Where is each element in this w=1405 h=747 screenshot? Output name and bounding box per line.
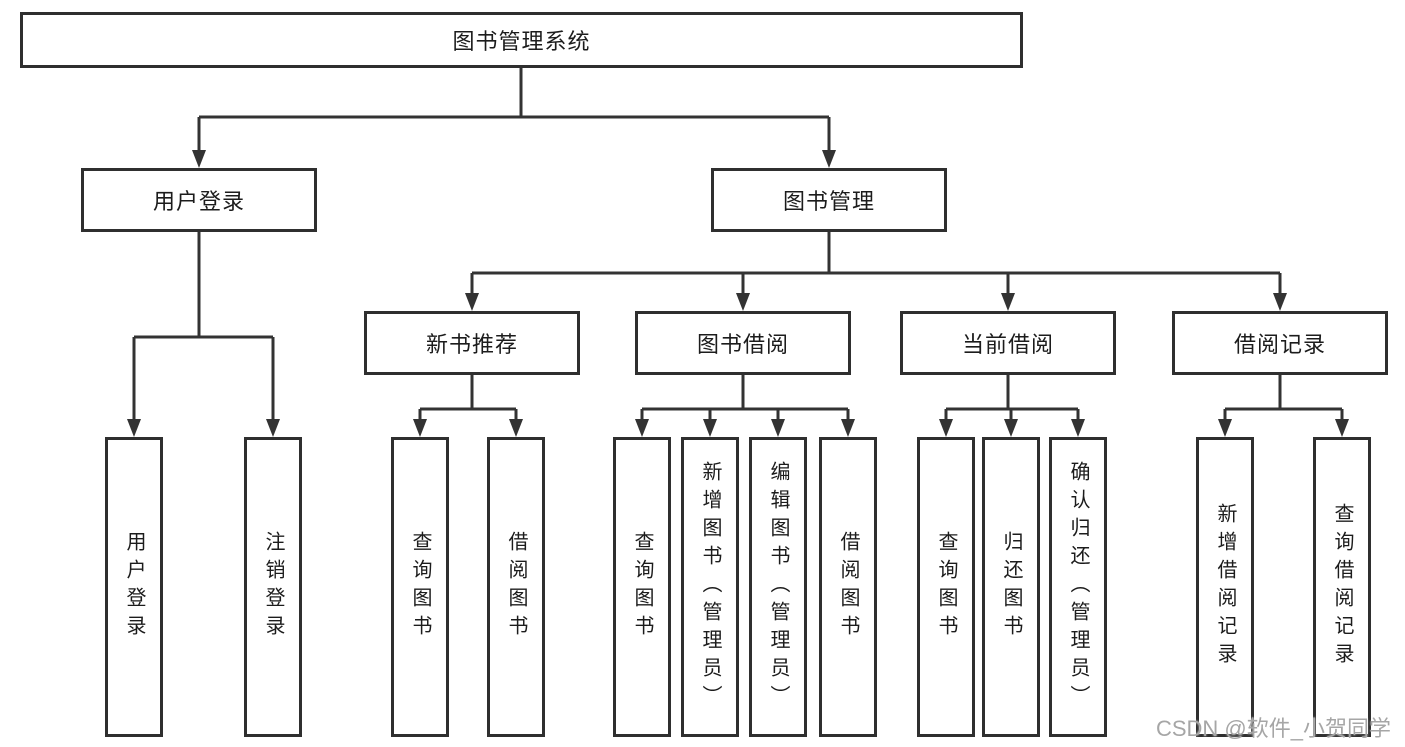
leaf-logout: 注销登录 (244, 437, 302, 737)
leaf-current-return-books: 归还图书 (982, 437, 1040, 737)
node-user-login: 用户登录 (81, 168, 317, 232)
arrowhead (1001, 293, 1015, 311)
arrowhead (1071, 419, 1085, 437)
arrowhead (266, 419, 280, 437)
connector-new-books-children (413, 375, 523, 437)
arrowhead (465, 293, 479, 311)
leaf-borrowing-add-books-admin: 新增图书（管理员） (681, 437, 739, 737)
connector-current-children (939, 375, 1085, 437)
csdn-watermark: CSDN @软件_小贺同学 (1155, 716, 1391, 741)
arrowhead (736, 293, 750, 311)
leaf-borrowing-edit-books-admin: 编辑图书（管理员） (749, 437, 807, 737)
connector-root-to-level2 (192, 68, 836, 168)
arrowhead (1335, 419, 1349, 437)
leaf-newbook-query-books: 查询图书 (391, 437, 449, 737)
leaf-newbook-borrow-books: 借阅图书 (487, 437, 545, 737)
leaf-current-confirm-return-admin: 确认归还（管理员） (1049, 437, 1107, 737)
connector-borrowing-children (635, 375, 855, 437)
arrowhead (1273, 293, 1287, 311)
arrowhead (1004, 419, 1018, 437)
node-new-book-recommend: 新书推荐 (364, 311, 580, 375)
arrowhead (635, 419, 649, 437)
leaf-records-query-record: 查询借阅记录 (1313, 437, 1371, 737)
arrowhead (822, 150, 836, 168)
arrowhead (127, 419, 141, 437)
arrowhead (192, 150, 206, 168)
arrowhead (413, 419, 427, 437)
node-book-borrowing: 图书借阅 (635, 311, 851, 375)
arrowhead (841, 419, 855, 437)
connector-book-mgmt-children (465, 232, 1287, 311)
node-borrowing-records: 借阅记录 (1172, 311, 1388, 375)
connector-records-children (1218, 375, 1349, 437)
leaf-borrowing-borrow-books: 借阅图书 (819, 437, 877, 737)
node-system-root: 图书管理系统 (20, 12, 1023, 68)
arrowhead (1218, 419, 1232, 437)
arrowhead (939, 419, 953, 437)
node-current-borrowing: 当前借阅 (900, 311, 1116, 375)
connector-user-login-children (127, 232, 280, 437)
arrowhead (771, 419, 785, 437)
leaf-records-add-record: 新增借阅记录 (1196, 437, 1254, 737)
leaf-current-query-books: 查询图书 (917, 437, 975, 737)
arrowhead (703, 419, 717, 437)
leaf-borrowing-query-books: 查询图书 (613, 437, 671, 737)
node-book-management: 图书管理 (711, 168, 947, 232)
leaf-user-login: 用户登录 (105, 437, 163, 737)
arrowhead (509, 419, 523, 437)
